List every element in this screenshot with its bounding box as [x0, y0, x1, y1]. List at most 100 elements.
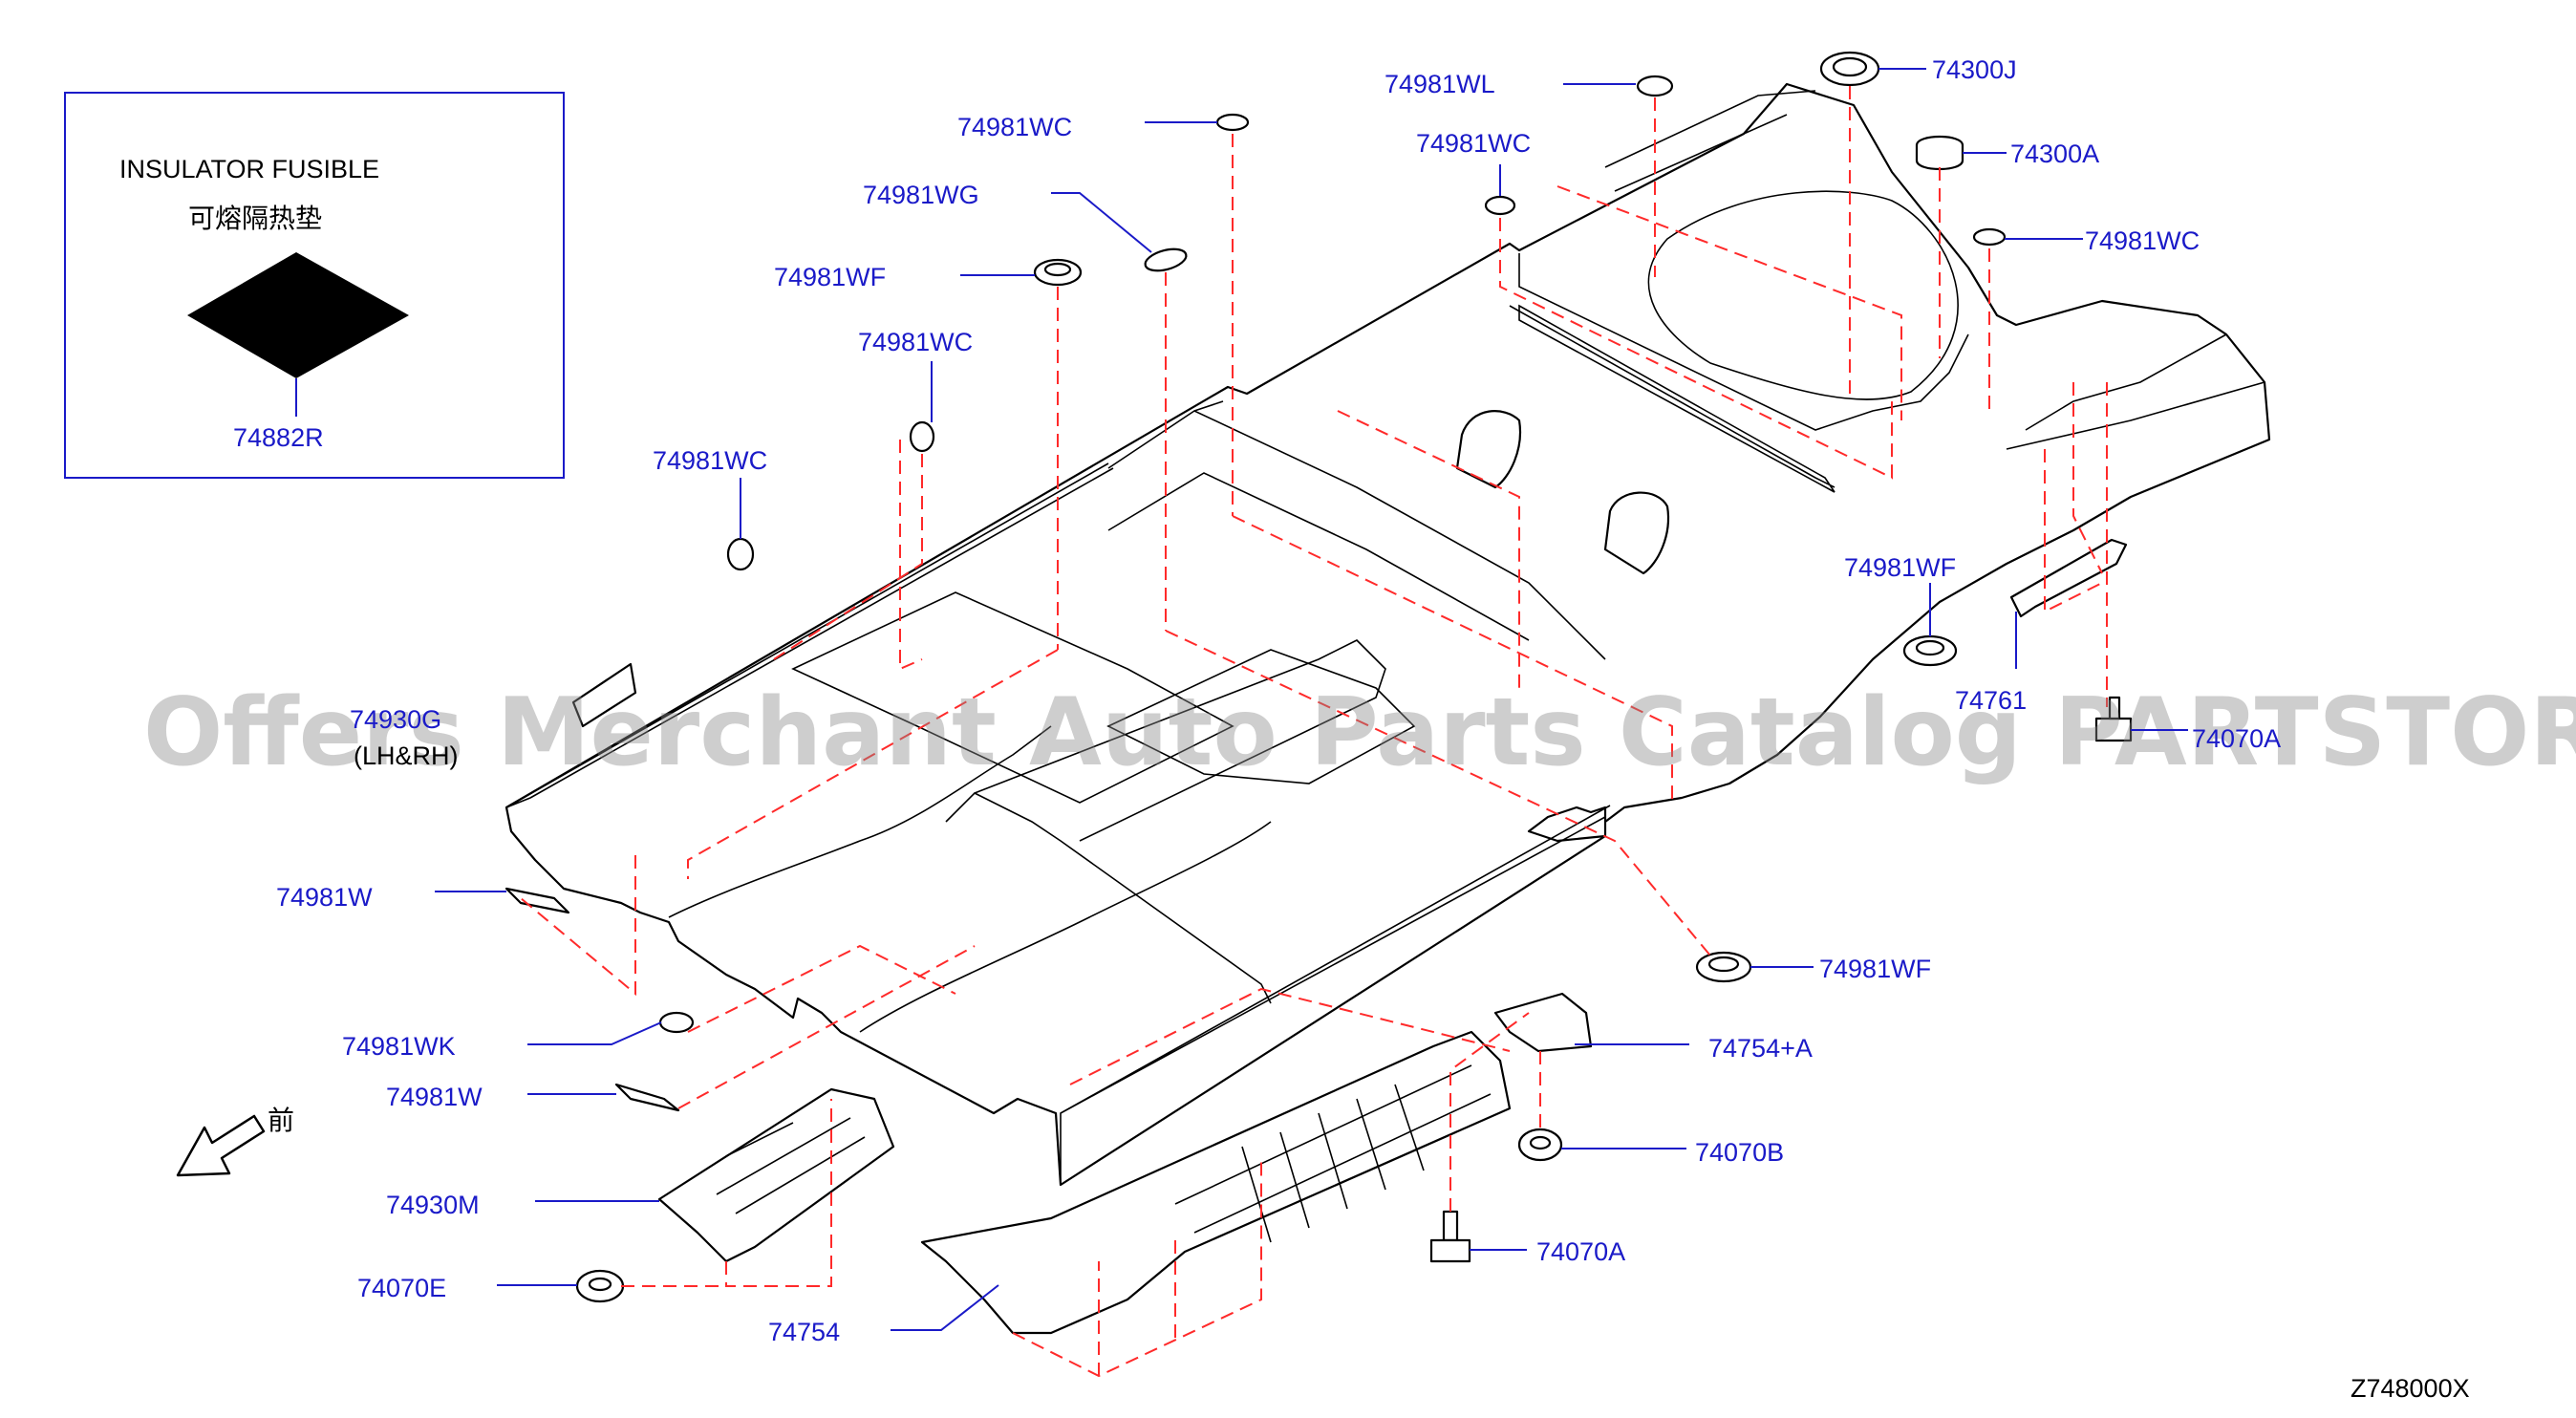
label-74981wl[interactable]: 74981WL: [1385, 70, 1495, 98]
label-74070b[interactable]: 74070B: [1695, 1138, 1784, 1167]
seat-mount-bump-1: [1455, 410, 1522, 489]
guide-27: [1449, 1012, 1530, 1212]
heat-shield-74930m: [657, 1087, 895, 1263]
label-74981w-low[interactable]: 74981W: [386, 1083, 483, 1111]
guide-22: [725, 1099, 832, 1287]
heat-shield-74754a: [1493, 992, 1593, 1053]
label-74070e[interactable]: 74070E: [357, 1274, 446, 1302]
label-74981wf-left[interactable]: 74981WF: [774, 263, 886, 291]
guide-17: [2072, 382, 2103, 574]
label-74981wc-a[interactable]: 74981WC: [858, 328, 973, 356]
grommet-74300j-inner: [1832, 56, 1868, 77]
nut-74070e-inner: [588, 1277, 612, 1292]
guide-10: [1499, 218, 1893, 480]
guide-13: [1232, 515, 1673, 803]
label-74981w-top[interactable]: 74981W: [276, 883, 373, 912]
guide-24: [1012, 1156, 1262, 1378]
guide-28: [1069, 987, 1511, 1085]
guide-21: [677, 945, 976, 1109]
label-74981wc-b[interactable]: 74981WC: [653, 446, 767, 475]
guide-20: [687, 944, 956, 1033]
rear-seat-pan: [1509, 253, 1969, 488]
guide-11: [1556, 185, 1902, 420]
label-74070a-right[interactable]: 74070A: [2192, 724, 2281, 753]
heat-shield-74930m-ribs: [716, 1117, 866, 1214]
label-74981wc-top[interactable]: 74981WC: [957, 113, 1072, 141]
small-parts: [504, 51, 2133, 1335]
front-label-cn: 前: [268, 1105, 294, 1136]
floor-panel: [504, 82, 2271, 1187]
guide-25: [1098, 1233, 1176, 1376]
dashed-guides: [520, 86, 2108, 1378]
footwell-left: [668, 725, 1052, 918]
grommet-74981wf-low-inner: [1707, 956, 1740, 973]
heat-shield-74754-ribs: [1174, 1064, 1492, 1243]
label-74981wf-low[interactable]: 74981WF: [1819, 955, 1931, 983]
guide-14: [1165, 630, 1711, 956]
leader-lines: [435, 68, 2188, 1331]
plug-74981wg: [1144, 247, 1188, 272]
clip-74070a-right-stem: [2108, 696, 2121, 720]
grommet-74981wf-right-inner: [1915, 639, 1945, 656]
label-74981wf-right[interactable]: 74981WF: [1844, 553, 1956, 582]
plug-74981wc-right: [1972, 227, 2007, 247]
cap-74300a: [1915, 136, 1964, 170]
watermark: Offers Merchant Auto Parts Catalog PARTS…: [143, 678, 2576, 787]
nut-74070b-inner: [1529, 1135, 1552, 1150]
arrow-icon: [176, 1114, 266, 1177]
front-direction-arrow: 前: [176, 1105, 294, 1177]
seal-74981w-low: [614, 1083, 680, 1112]
label-74754[interactable]: 74754: [768, 1318, 840, 1346]
leader-74754: [891, 1284, 999, 1331]
guide-16: [2044, 449, 2103, 613]
rear-channel: [1518, 304, 1835, 493]
spare-tire-well: [1647, 190, 1959, 400]
label-74761[interactable]: 74761: [1955, 686, 2027, 715]
label-74930m[interactable]: 74930M: [386, 1191, 480, 1219]
label-74981wc-right[interactable]: 74981WC: [2085, 226, 2200, 255]
seal-74981w-top: [504, 887, 570, 914]
inset-title-cn: 可熔隔热垫: [188, 203, 322, 234]
guide-12: [1337, 410, 1520, 688]
center-tunnel: [945, 639, 1386, 1004]
footwell-right: [859, 821, 1272, 1033]
bracket-74761: [2009, 538, 2128, 618]
label-74754a[interactable]: 74754+A: [1708, 1034, 1813, 1063]
bracket-74930g: [571, 662, 637, 728]
guide-19: [520, 855, 636, 997]
guide-4: [773, 454, 923, 660]
plug-74981wc-top: [1215, 113, 1250, 132]
floor-right-sill: [1060, 805, 1611, 1185]
heat-shield-74754: [920, 1030, 1512, 1335]
part-labels: 74981WL 74300J 74300A 74981WC 74981WC 74…: [276, 55, 2281, 1346]
leader-74981wg: [1051, 192, 1152, 253]
label-74981wc-mid[interactable]: 74981WC: [1416, 129, 1531, 158]
label-74930g-sub: (LH&RH): [354, 741, 459, 770]
plug-74981wl: [1636, 75, 1674, 97]
label-74981wg[interactable]: 74981WG: [863, 181, 979, 209]
bolt-74070a-stem: [1442, 1210, 1459, 1242]
label-74981wk[interactable]: 74981WK: [342, 1032, 456, 1061]
plug-74981wc-b: [726, 537, 755, 571]
plug-74981wk: [658, 1011, 695, 1034]
floor-left-sill: [505, 462, 1114, 808]
fusible-insulator-pad: [187, 252, 409, 378]
insulator-inset: INSULATOR FUSIBLE 可熔隔热垫 74882R: [64, 92, 565, 479]
label-74300j[interactable]: 74300J: [1932, 55, 2017, 84]
plug-74981wc-a: [909, 420, 935, 453]
plug-74981wc-mid: [1484, 195, 1516, 216]
guide-15: [687, 649, 1059, 879]
rear-cargo-lip: [1604, 90, 1816, 192]
label-74070a-low[interactable]: 74070A: [1536, 1237, 1625, 1266]
label-74882r[interactable]: 74882R: [233, 423, 324, 452]
bolt-74070a-head: [1429, 1238, 1471, 1263]
floor-main-outline: [504, 82, 2271, 1187]
seat-mount-bump-2: [1603, 491, 1670, 575]
front-seat-pan-left: [791, 591, 1234, 804]
label-74300a[interactable]: 74300A: [2010, 140, 2099, 168]
label-74930g[interactable]: 74930G: [350, 705, 441, 734]
leader-74981wk: [527, 1021, 662, 1045]
grommet-74981wf-left-inner: [1043, 262, 1072, 277]
diagram-code: Z748000X: [2351, 1374, 2470, 1403]
